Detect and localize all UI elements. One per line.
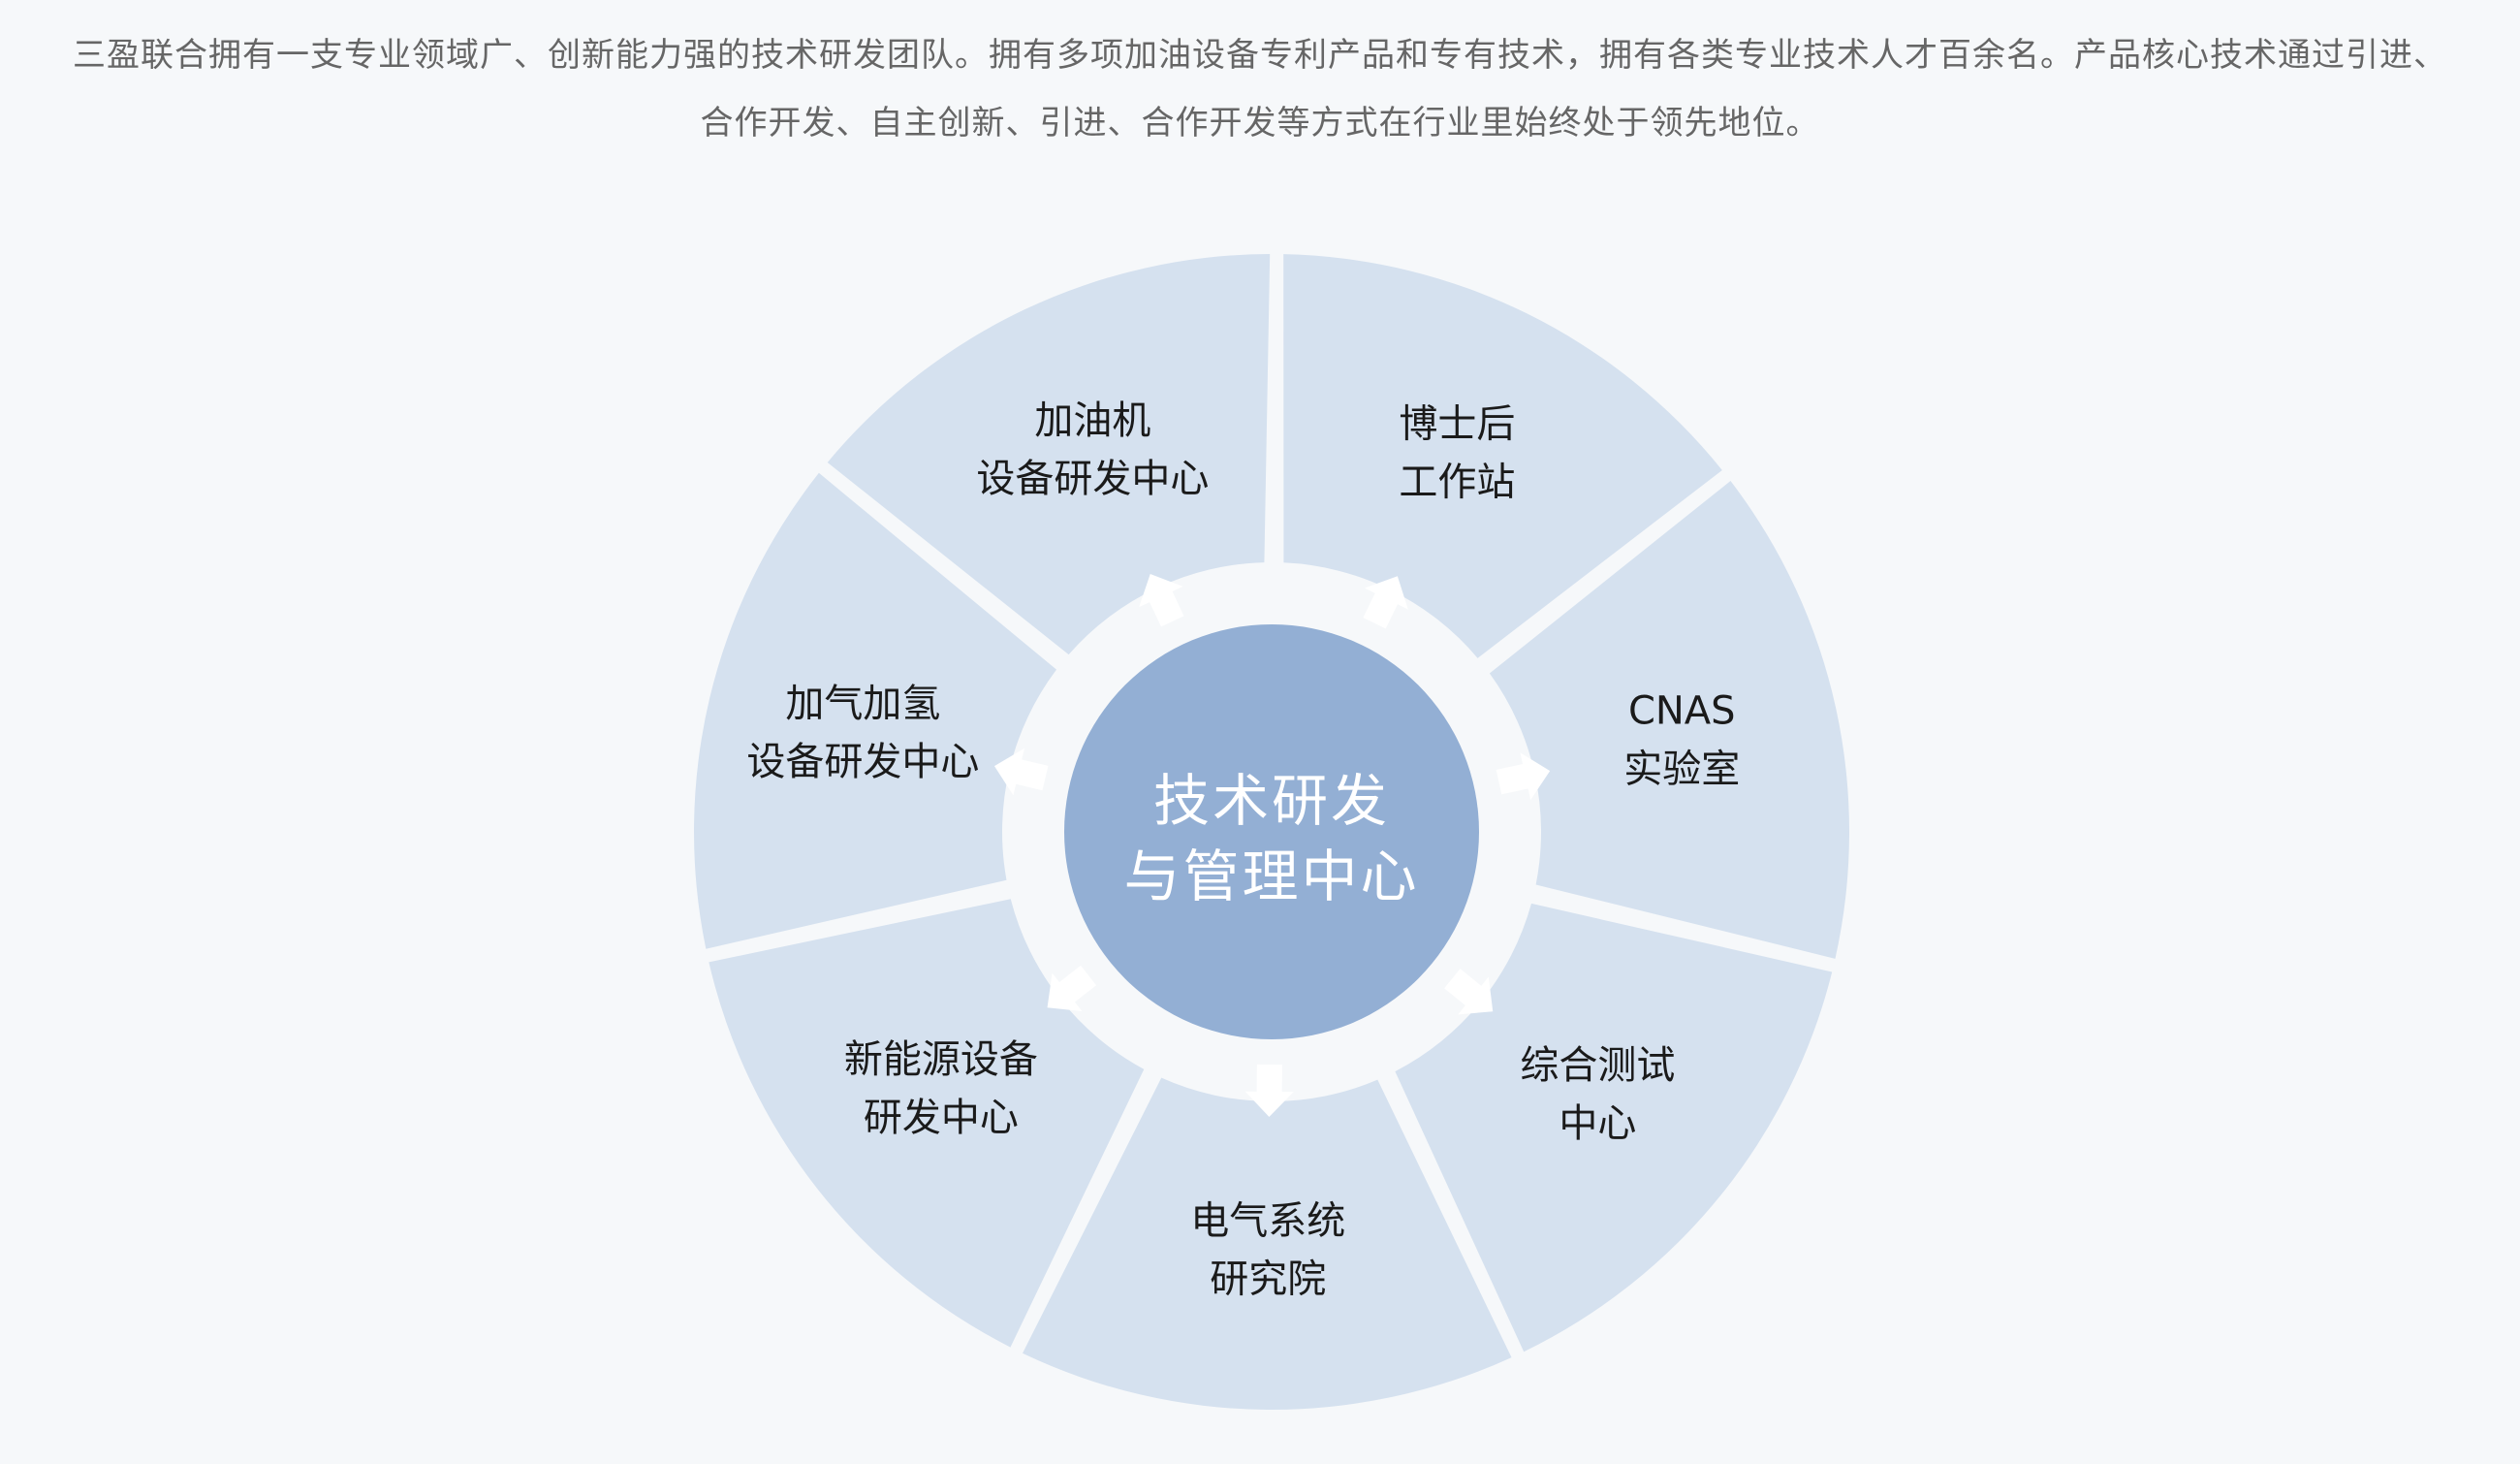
segment-3-label-line-1: 综合测试 [1520,1043,1675,1088]
outward-arrow-icon [1139,574,1184,627]
segment-1-label-line-1: 博士后 [1399,401,1515,446]
outward-arrow-icon [1363,576,1408,629]
segment-2-label-line-2: 实验室 [1623,747,1740,791]
segment-4 [1023,1077,1512,1410]
segment-5-label-line-2: 研发中心 [864,1096,1019,1140]
outward-arrow-icon [1496,752,1551,801]
segment-2 [1489,481,1849,959]
segment-3-label-line-2: 中心 [1559,1101,1636,1146]
segment-4-label-line-2: 研究院 [1210,1257,1326,1301]
outward-arrow-icon [993,748,1049,796]
segment-2-label-line-1: CNAS [1628,688,1736,733]
segment-5 [709,899,1145,1348]
center-label-line-2: 与管理中心 [1123,843,1419,909]
segment-6 [694,472,1057,949]
segment-4-label-line-1: 电气系统 [1190,1198,1345,1243]
segment-3 [1395,903,1833,1353]
outward-arrow-icon [1244,1064,1294,1117]
center-circle [1064,624,1479,1039]
intro-line-2: 合作开发、自主创新、引进、合作开发等方式在行业里始终处于领先地位。 [700,104,1820,143]
segment-6-label-line-1: 加气加氢 [785,682,940,726]
segment-1-label-line-2: 工作站 [1399,460,1515,504]
outward-arrow-icon [1444,969,1494,1015]
segment-6-label-line-2: 设备研发中心 [746,740,979,784]
intro-paragraph: 三盈联合拥有一支专业领域广、创新能力强的技术研发团队。拥有多项加油设备专利产品和… [39,21,2481,157]
segment-1 [1283,254,1722,658]
center-label-line-1: 技术研发 [1153,768,1390,834]
outward-arrow-icon [1047,965,1097,1011]
segment-7-label-line-2: 设备研发中心 [976,457,1209,501]
intro-line-1: 三盈联合拥有一支专业领域广、创新能力强的技术研发团队。拥有多项加油设备专利产品和… [73,36,2447,75]
segment-5-label-line-1: 新能源设备 [844,1037,1038,1082]
segment-7-label-line-1: 加油机 [1034,398,1150,443]
segment-7 [827,254,1271,655]
segments-group: 博士后工作站CNAS实验室综合测试中心电气系统研究院新能源设备研发中心加气加氢设… [694,254,1849,1410]
